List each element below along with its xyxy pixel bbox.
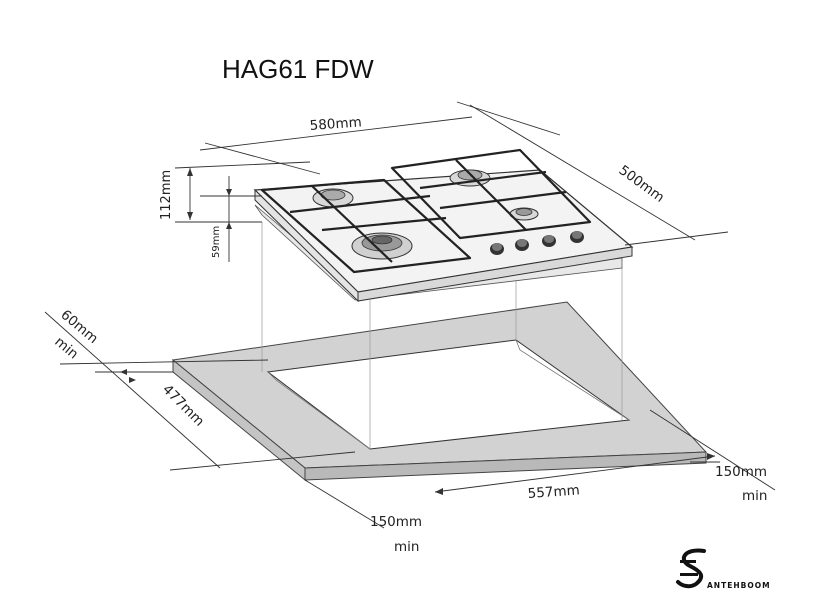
side-clearance-value-label: 150mm [715, 464, 767, 480]
santehboom-logo: ANTEHBOOM [676, 548, 771, 590]
logo-bar-top [680, 560, 696, 563]
product-title: HAG61 FDW [222, 54, 374, 84]
knob-1 [490, 243, 504, 255]
projection-lines [261, 222, 623, 449]
control-knobs [490, 231, 584, 255]
dimension-width-label: 580mm [309, 114, 362, 134]
pan-supports [260, 148, 592, 274]
side-clearance-min-label: min [742, 488, 767, 504]
dimension-lines [44, 101, 776, 529]
burner-front-right [509, 207, 539, 221]
logo-s-icon [676, 548, 706, 589]
edge-clearance-min-label: min [51, 334, 81, 363]
front-clearance-value-label: 150mm [370, 514, 422, 530]
knob-2 [515, 239, 529, 251]
logo-bar-bottom [680, 573, 698, 576]
cutout-width-label: 557mm [527, 482, 580, 502]
countertop-slab [171, 301, 708, 482]
burner-front-left-wok [351, 232, 413, 260]
knob-4 [570, 231, 584, 243]
arrowheads [120, 168, 715, 495]
logo-text: ANTEHBOOM [707, 581, 771, 590]
knob-3 [542, 235, 556, 247]
dimension-inner-height-label: 59mm [211, 226, 222, 258]
front-clearance-min-label: min [394, 539, 419, 555]
dimension-height-label: 112mm [159, 170, 174, 220]
dimension-depth-label: 500mm [616, 162, 668, 206]
